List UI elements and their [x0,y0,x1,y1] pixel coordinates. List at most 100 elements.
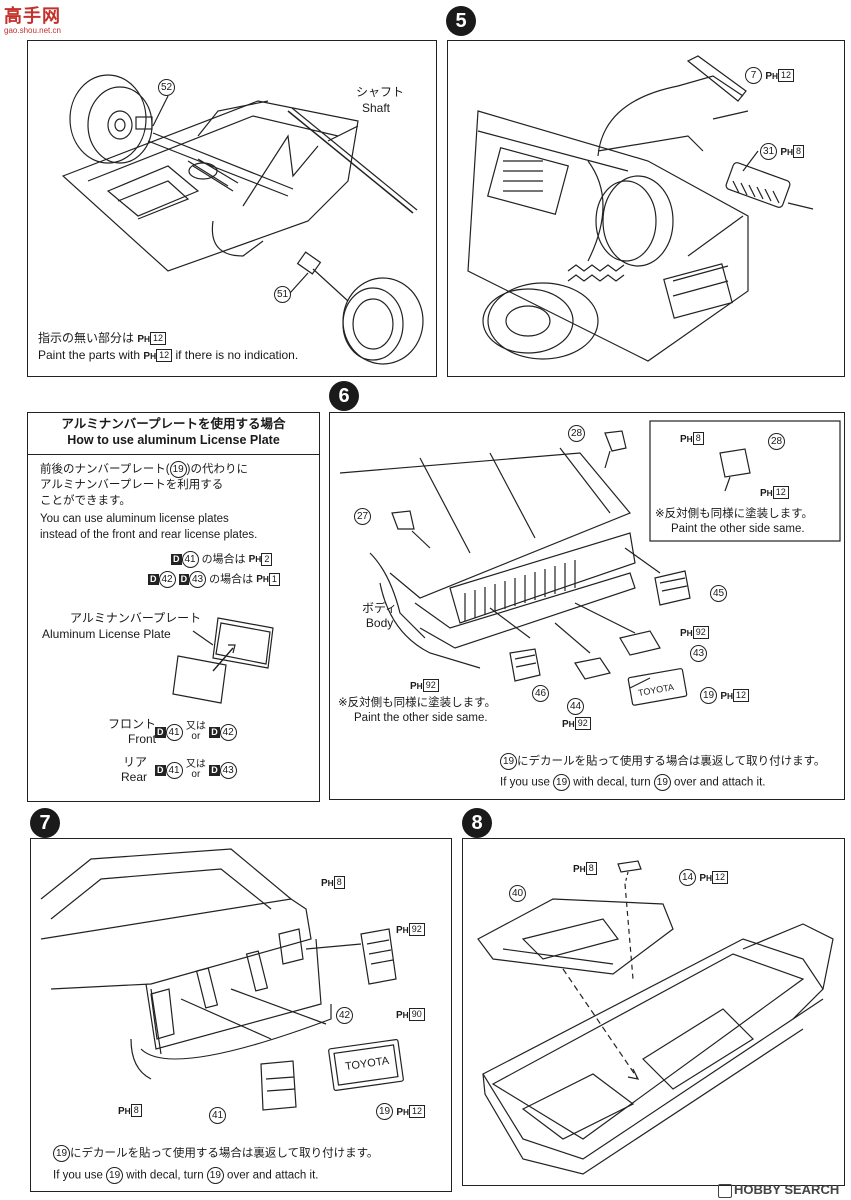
part-number: 41 [181,551,199,568]
desc-part-number: 19 [169,461,187,478]
row-text: の場合は [209,573,254,586]
color-code: 8 [333,876,345,890]
color-code: 12 [712,871,729,884]
decal-jp-text: にデカールを貼って使用する場合は裏返して取り付けます。 [517,755,826,768]
rear-jp: リア [123,755,148,769]
site-logo: 高手网 gao.shou.net.cn [4,2,61,35]
decal-en-c: over and attach it. [227,1169,319,1182]
part-14-number: 14 [679,869,696,886]
watermark-text: HOBBY SEARCH [734,1182,840,1197]
part-7-number: 7 [745,67,762,84]
part-45-number: 45 [710,585,727,602]
color-code: 92 [408,923,425,937]
decal-note-en: If you use 19 with decal, turn 19 over a… [53,1167,318,1184]
desc-jp-a: 前後のナンバープレート( [40,463,170,476]
color-code: 90 [408,1008,425,1022]
ph-mark: PH [699,872,713,884]
logo-main: 高手网 [4,6,61,27]
rear-en: Rear [121,770,148,784]
decal-en-b: with decal, turn [126,1169,204,1182]
part-number: 41 [165,761,183,779]
decal-en-c: over and attach it. [674,776,766,789]
part-19-number: 19 [106,1167,124,1184]
part-51-callout: 51 [274,286,291,303]
step-7-illustration [40,848,404,1111]
ph-mark: PH [720,690,734,702]
part-19-number: 19 [206,1167,224,1184]
ph-mark: PH [248,554,262,566]
part-43-number-callout: 43 [690,645,707,662]
front-label: フロント Front [108,717,156,747]
inset-en: Paint the other side same. [671,523,805,535]
part-40-number: 40 [509,885,526,902]
license-desc-jp-3: ことができます。 [40,495,131,507]
other-side-jp: ※反対側も同様に塗装します。 [338,697,496,709]
color-code: 8 [793,145,805,158]
part-19-number: 19 [53,1145,70,1162]
part-44-callout: 44 [567,698,584,715]
color-code: 12 [733,689,750,702]
color-code: 12 [772,486,789,500]
plate-illustration [172,617,274,704]
part-number: 42 [158,571,176,588]
or-jp: 又は [185,721,206,732]
decal-en-a: If you use [53,1169,103,1182]
other-side-en: Paint the other side same. [354,712,488,724]
d-sprue-mark: D [209,764,220,776]
decal-note-en: If you use 19 with decal, turn 19 over a… [500,774,765,791]
part-42-callout: 42 [336,1007,353,1024]
front-en: Front [128,732,157,746]
part-41-number: 41 [209,1107,226,1124]
step-6-illustration [339,420,841,706]
aluminum-plate-label-en: Aluminum License Plate [42,627,171,641]
shaft-label-jp: シャフト [356,85,405,99]
part-27-callout: 27 [354,508,371,525]
rear-label: リア Rear [121,755,147,785]
inset-jp: ※反対側も同様に塗装します。 [655,508,813,520]
part-number: 43 [219,761,237,779]
ph-mark: PH [137,334,151,345]
decal-jp-text: にデカールを貼って使用する場合は裏返して取り付けます。 [70,1147,379,1160]
front-jp: フロント [108,717,157,731]
part-number: 42 [219,723,237,741]
desc-jp-b: )の代わりに [186,463,248,476]
color-code: 8 [130,1104,142,1118]
ph-mark: PH [680,628,693,639]
d-sprue-mark: D [148,574,159,585]
part-19-number: 19 [376,1103,393,1120]
license-desc-jp-2: アルミナンバープレートを利用する [40,479,224,491]
ph-mark: PH [118,1106,131,1117]
part-19-number: 19 [700,687,717,704]
part-43-number: 43 [690,645,707,662]
color-code: 12 [778,69,795,82]
part-31-number: 31 [760,143,777,160]
part-19-number: 19 [553,774,571,791]
color-code: 12 [409,1105,426,1118]
license-desc-en-1: You can use aluminum license plates [40,513,229,525]
color-code: 2 [261,553,273,566]
ph-mark: PH [143,351,157,362]
d-sprue-mark: D [155,726,166,738]
shaft-label-en: Shaft [362,101,391,115]
step-number-5: 5 [446,6,476,36]
ph-mark: PH [780,146,794,158]
license-plate-panel: アルミナンバープレートを使用する場合 How to use aluminum L… [27,412,320,802]
